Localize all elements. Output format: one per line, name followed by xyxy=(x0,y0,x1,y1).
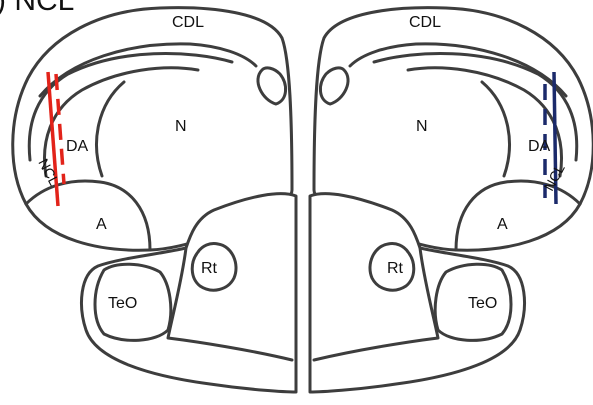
right-a-label: A xyxy=(497,216,508,233)
left-rt-label: Rt xyxy=(201,260,218,277)
right-n-label: N xyxy=(416,118,428,135)
right-rt-label: Rt xyxy=(387,260,404,277)
left-cdl-label: CDL xyxy=(172,14,204,31)
left-da-label: DA xyxy=(66,138,89,155)
right-cdl-label: CDL xyxy=(409,14,441,31)
left-n-label: N xyxy=(175,118,187,135)
right-teo-label: TeO xyxy=(468,295,497,312)
panel-header: ) NCL xyxy=(0,0,74,17)
left-teo-label: TeO xyxy=(108,295,137,312)
right-hemisphere xyxy=(310,8,593,392)
left-a-label: A xyxy=(96,216,107,233)
right-da-label: DA xyxy=(528,138,551,155)
